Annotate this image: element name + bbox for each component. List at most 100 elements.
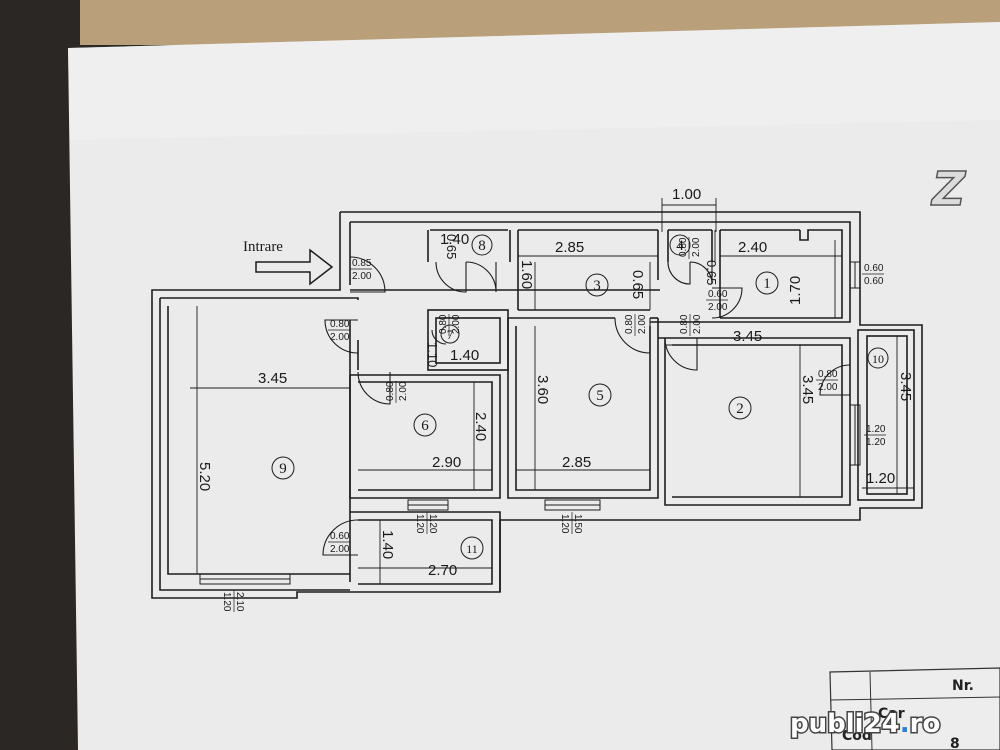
svg-text:2.00: 2.00	[708, 302, 728, 313]
svg-text:1.20: 1.20	[427, 514, 438, 534]
svg-text:0.80: 0.80	[818, 369, 838, 380]
entrance-label: Intrare	[243, 239, 283, 255]
svg-text:1.20: 1.20	[866, 437, 886, 448]
svg-text:2.00: 2.00	[398, 381, 409, 401]
svg-text:1.20: 1.20	[221, 592, 232, 612]
window-size: 0.60 0.60	[862, 263, 884, 287]
table-text: Cod	[842, 728, 872, 744]
watermark-logo: publi24.ro	[789, 708, 942, 741]
svg-text:Z: Z	[930, 162, 967, 216]
dim-label: 1.40	[450, 347, 479, 364]
window-size: 2.101.20	[221, 590, 245, 612]
svg-text:0.80: 0.80	[438, 314, 449, 334]
svg-text:1.20: 1.20	[866, 424, 886, 435]
dim-label: 2.85	[555, 239, 584, 256]
dimension-lines	[190, 198, 914, 584]
room-numbers: 1 2 3 4 5 6 7 8 9 10 11	[279, 238, 884, 556]
svg-text:0.60: 0.60	[330, 531, 350, 542]
watermark-dot: .	[900, 709, 910, 739]
svg-text:0.80: 0.80	[330, 319, 350, 330]
entrance-arrow-icon	[255, 248, 334, 286]
door-size: 0.60 2.00	[706, 289, 728, 313]
table-text: 8	[950, 736, 960, 750]
room-number-3: 3	[593, 278, 601, 294]
info-table-fragment: Nr. 8 Car Cod	[829, 667, 1000, 750]
dim-label: 0.65	[704, 260, 719, 285]
plan-windows	[199, 261, 861, 585]
svg-text:0.60: 0.60	[864, 276, 884, 287]
door-size: 0.60 2.00	[328, 531, 350, 555]
dim-label: 1.40	[379, 530, 396, 559]
svg-text:2.00: 2.00	[352, 271, 372, 282]
room-number-8: 8	[478, 238, 486, 254]
paper-sheet	[68, 22, 1000, 750]
room-number-2: 2	[736, 401, 744, 417]
room-circles	[271, 234, 889, 560]
dim-label: 1.70	[787, 276, 804, 305]
dim-label: 2.40	[738, 239, 767, 256]
room-number-7: 7	[447, 327, 454, 342]
svg-text:2.00: 2.00	[330, 332, 350, 343]
corner-logo: Z	[929, 161, 968, 217]
room-number-6: 6	[421, 418, 429, 434]
svg-text:2.00: 2.00	[330, 544, 350, 555]
watermark-domain: ro	[910, 709, 941, 739]
table-text: Nr.	[952, 678, 974, 694]
dim-label: 1.10	[425, 342, 440, 367]
window-size: 1.20 1.20	[864, 424, 886, 448]
dim-label: 3.45	[897, 372, 914, 401]
room-number-4: 4	[676, 238, 684, 254]
room-number-5: 5	[596, 388, 604, 404]
svg-text:2.00: 2.00	[451, 314, 462, 334]
dim-label: 2.70	[428, 562, 457, 579]
room-number-11: 11	[466, 542, 478, 556]
svg-text:1.20: 1.20	[414, 514, 425, 534]
svg-text:2.00: 2.00	[637, 314, 648, 334]
door-size: 0.85 2.00	[350, 258, 372, 282]
entrance-marker: Intrare	[243, 239, 334, 286]
dim-label: 3.45	[733, 328, 762, 345]
svg-text:1.50: 1.50	[572, 514, 583, 534]
svg-text:2.10: 2.10	[234, 592, 245, 612]
svg-text:2.00: 2.00	[691, 237, 702, 257]
svg-text:0.80: 0.80	[679, 314, 690, 334]
svg-text:2.00: 2.00	[692, 314, 703, 334]
svg-text:0.85: 0.85	[352, 258, 372, 269]
svg-text:1.20: 1.20	[559, 514, 570, 534]
dim-label: 3.45	[258, 370, 287, 387]
svg-text:0.80: 0.80	[678, 237, 689, 257]
watermark-text: publi24	[790, 709, 900, 739]
table-text: Car	[878, 706, 905, 722]
door-swings	[322, 256, 851, 556]
svg-text:publi24.ro: publi24.ro	[790, 709, 940, 739]
dim-label: 3.60	[534, 375, 551, 404]
svg-text:0.80: 0.80	[624, 314, 635, 334]
dim-label: 2.40	[472, 412, 489, 441]
dim-label: 1.20	[866, 470, 895, 487]
window-size: 1.201.20	[414, 512, 438, 534]
plan-walls	[151, 211, 923, 599]
room-number-9: 9	[279, 461, 287, 477]
dim-label: 1.60	[518, 260, 535, 289]
svg-text:0.60: 0.60	[708, 289, 728, 300]
dim-label: 3.45	[799, 375, 816, 404]
door-size: 0.80 2.00	[328, 319, 350, 343]
svg-text:0.60: 0.60	[864, 263, 884, 274]
dimension-labels: 1.00 0.65 2.40 2.85 1.70 1.40 0.65 1.60 …	[196, 186, 914, 579]
dim-label: 0.65	[444, 234, 459, 259]
room-number-1: 1	[763, 276, 771, 292]
svg-text:0.80: 0.80	[385, 381, 396, 401]
door-size: 0.802.00	[816, 369, 838, 393]
dim-label: 1.40	[440, 231, 469, 248]
dim-label: 2.90	[432, 454, 461, 471]
window-size-labels: 0.600.60 1.201.20 1.501.20 1.201.20 2.10…	[221, 263, 886, 612]
dim-label: 0.65	[629, 270, 646, 299]
room-number-10: 10	[872, 352, 884, 366]
dim-label: 2.85	[562, 454, 591, 471]
